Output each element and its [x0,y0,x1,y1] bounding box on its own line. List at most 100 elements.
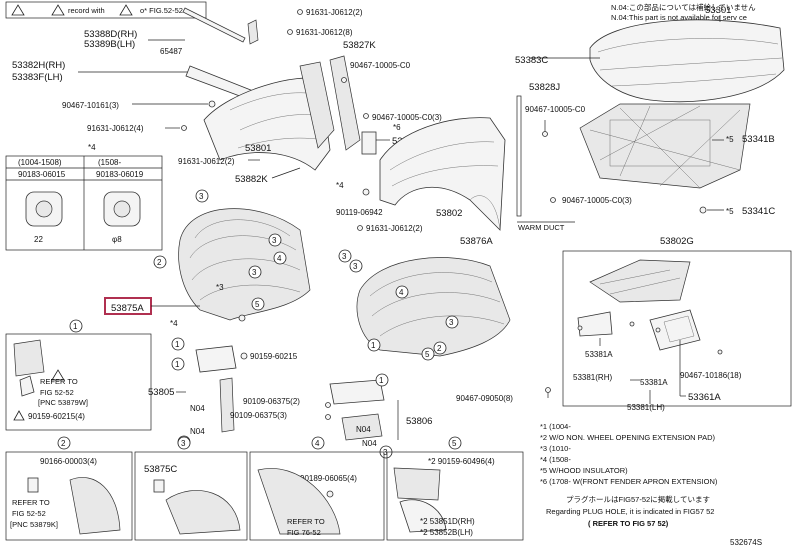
part-90159-60215[interactable]: 90159-60215 [250,352,298,361]
clip-dim2: φ8 [112,235,122,244]
bottom-box-4-refer: REFER TO [287,517,325,526]
part-53802G[interactable]: 53802G [660,236,694,247]
part-53388D-RH[interactable]: 53388D(RH) [84,29,137,40]
callout-1-d: 1 [379,376,384,385]
part-90109-06375-3[interactable]: 90109-06375(3) [230,411,287,420]
legend-3: *3 (1010- [540,444,571,453]
legend-refer-link[interactable]: ( REFER TO FIG 57 52) [588,519,669,528]
bottom-box-3 [134,451,248,541]
callout-4-b: 4 [399,288,404,297]
part-53876A[interactable]: 53876A [460,236,493,247]
part-53381-RH[interactable]: 53381(RH) [573,373,612,382]
callout-2-b: 2 [437,344,442,353]
brackets-53805-53806: 90159-60215 53805 N04 N04 90109-06375(2)… [148,345,432,448]
clip-col1-part[interactable]: 90183-06015 [18,170,66,179]
ref-box-1-fig[interactable]: FIG 52-52 [40,388,74,397]
ref-box-1-refer: REFER TO [40,377,78,386]
callout-1-a: 1 [175,340,180,349]
bottom-box-5-part-lh[interactable]: *2 53852B(LH) [420,528,473,537]
part-90467-10005-C0-3-a[interactable]: 90467-10005-C0(3) [372,113,442,122]
callout-2-a: 2 [157,258,162,267]
clip-dim1: 22 [34,235,43,244]
callout-3-h: 3 [383,448,388,457]
part-53341C[interactable]: 53341C [742,206,775,217]
callout-star4-a: *4 [336,181,344,190]
part-90467-10186-18[interactable]: 90467-10186(18) [680,371,742,380]
callout-3-e: 3 [342,252,347,261]
part-53806[interactable]: 53806 [406,416,432,427]
bottom-box-5-part-rh[interactable]: *2 53851D(RH) [420,517,475,526]
part-53805[interactable]: 53805 [148,387,174,398]
legend-en-note: Regarding PLUG HOLE, it is indicated in … [546,507,714,516]
part-91631-J0612-2-b[interactable]: 91631-J0612(2) [178,157,235,166]
ref-box-1-pnc: [PNC 53879W] [38,398,88,407]
part-90109-06375-2[interactable]: 90109-06375(2) [243,397,300,406]
clip-col2-range: (1508- [98,158,121,167]
callout-3-f: 3 [353,262,358,271]
part-53361A[interactable]: 53361A [688,392,721,403]
legend-5: *5 W/HOOD INSULATOR) [540,466,628,475]
warm-duct-label: WARM DUCT [518,223,565,232]
part-53301[interactable]: 53301 [705,5,731,16]
part-90467-10161-3[interactable]: 90467-10161(3) [62,101,119,110]
callout-3-a: 3 [199,192,204,201]
part-53341B[interactable]: 53341B [742,134,775,145]
part-90467-10005-C0-a[interactable]: 90467-10005-C0 [350,61,411,70]
bottom-box-3-part[interactable]: 53875C [144,464,177,475]
part-90467-10005-C0-b[interactable]: 90467-10005-C0 [525,105,586,114]
part-53882K[interactable]: 53882K [235,174,268,185]
callout-star3: *3 [216,283,224,292]
warn-text-2: o* FIG.52-52 [140,6,183,15]
part-53802[interactable]: 53802 [436,208,462,219]
part-91631-J0612-8[interactable]: 91631-J0612(8) [296,28,353,37]
bottom-box-2-fig[interactable]: FIG 52-52 [12,509,46,518]
hood-panel: 53301 53383C [515,5,785,103]
part-91631-J0612-2-c[interactable]: 91631-J0612(2) [366,224,423,233]
n04-c: N04 [356,425,371,434]
part-91631-J0612-2-a[interactable]: 91631-J0612(2) [306,8,363,17]
part-53382H-RH[interactable]: 53382H(RH) [12,60,65,71]
clip-col2-part[interactable]: 90183-06019 [96,170,144,179]
part-90119-06942[interactable]: 90119-06942 [336,208,383,217]
part-53875A[interactable]: 53875A [111,303,144,314]
callout-3-b: 3 [252,268,257,277]
n04-a: N04 [190,404,205,413]
bottom-box-4-fig[interactable]: FIG 76-52 [287,528,321,537]
bottom-box-5-part[interactable]: *2 90159-60496(4) [428,457,495,466]
part-53827K[interactable]: 53827K [343,40,376,51]
header-warning-bar: record with o* FIG.52-52 N.04:この部品については補… [5,1,756,22]
fender-53802-group: 91631-J0612(2) 91631-J0612(8) 53827K 904… [287,8,506,233]
part-90467-10005-C0-3-b[interactable]: 90467-10005-C0(3) [562,196,632,205]
figure-code: 532674S [730,538,762,547]
bottom-box-2-part[interactable]: 90166-00003(4) [40,457,97,466]
bottom-box-4-label: 4 [315,439,320,448]
clip-col1-range: (1004-1508) [18,158,62,167]
part-53383C[interactable]: 53383C [515,55,548,66]
note-n04-jp: N.04:この部品については補給していません [611,2,756,12]
fender-liner-right: 53876A 90467-09050(8) [356,236,551,403]
bottom-box-2-label: 2 [61,439,66,448]
warn-text-1: record with [68,6,105,15]
callout-3-c: 3 [272,236,277,245]
part-53828J[interactable]: 53828J [529,82,560,93]
part-90467-09050-8[interactable]: 90467-09050(8) [456,394,513,403]
part-53383F-LH[interactable]: 53383F(LH) [12,72,63,83]
part-91631-J0612-4[interactable]: 91631-J0612(4) [87,124,144,133]
n04-d: N04 [362,439,377,448]
bottom-box-4 [249,451,385,541]
ref-box-1-part[interactable]: 90159-60215(4) [28,412,85,421]
part-53381A-a[interactable]: 53381A [585,350,613,359]
clip-inset: *4 (1004-1508) (1508- 90183-06015 90183-… [5,143,163,251]
bottom-box-2-refer: REFER TO [12,498,50,507]
part-53389B-LH[interactable]: 53389B(LH) [84,39,135,50]
bottom-box-5 [386,451,524,541]
bottom-box-4-part[interactable]: 90189-06065(4) [300,474,357,483]
part-53381A-b[interactable]: 53381A [640,378,668,387]
legend-jp-note: プラグホールはFIG57-52に掲載しています [566,494,710,504]
part-65487[interactable]: 65487 [160,47,183,56]
legend-notes: *1 (1004- *2 W/O NON. WHEEL OPENING EXTE… [540,422,762,547]
part-53381-LH[interactable]: 53381(LH) [627,403,665,412]
legend-1: *1 (1004- [540,422,571,431]
part-53801[interactable]: 53801 [245,143,271,154]
